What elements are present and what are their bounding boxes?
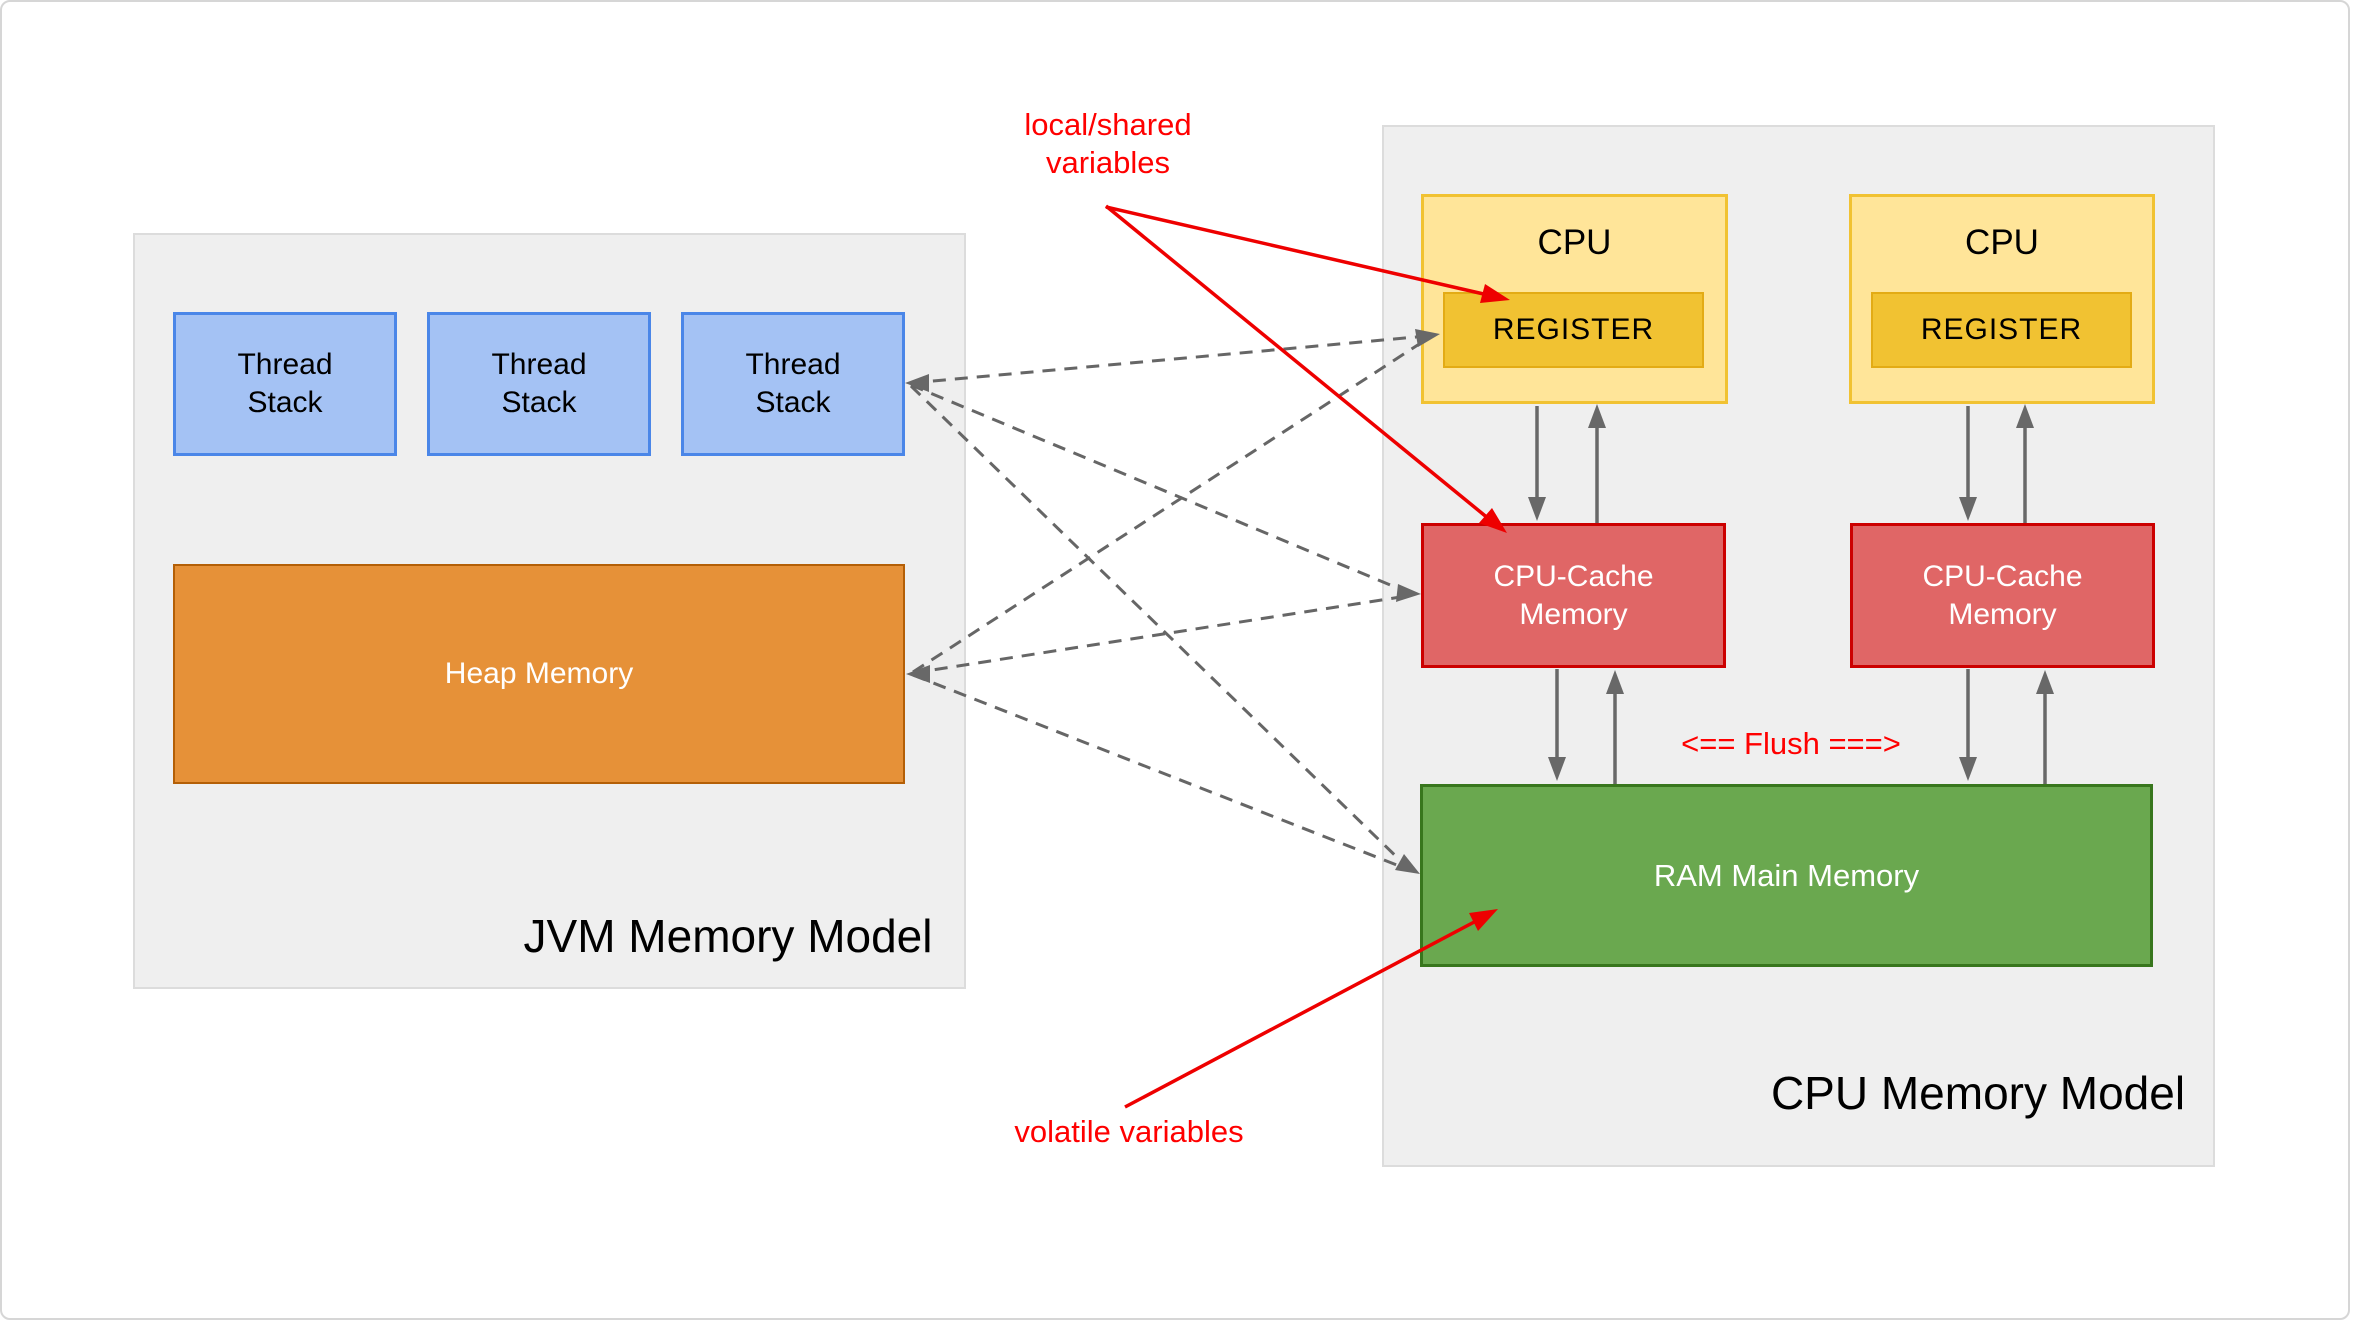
dashed-connector-heap-cache <box>912 594 1408 675</box>
flush-note: <== Flush ===> <box>1681 726 1901 761</box>
dashed-connector-threadstack-register <box>910 334 1428 385</box>
thread-stack-label-line1: Thread <box>745 348 841 381</box>
cpu-cache-label-line1: CPU-Cache <box>1493 559 1654 593</box>
cpu-box-2: CPU REGISTER <box>1849 194 2155 404</box>
dashed-connector-heap-ram <box>912 673 1408 871</box>
cpu-label: CPU <box>1537 223 1612 262</box>
cpu-cache-label-line2: Memory <box>1948 597 2057 631</box>
local-shared-variables-line2: variables <box>1045 145 1171 180</box>
thread-stack-box-3: Thread Stack <box>681 312 905 456</box>
cpu-section-title: CPU Memory Model <box>1770 1067 2186 1119</box>
local-shared-variables-line1: local/shared <box>1024 107 1192 142</box>
dashed-connector-threadstack-cache <box>910 383 1408 594</box>
register-box-1: REGISTER <box>1443 292 1704 368</box>
cpu-box-1: CPU REGISTER <box>1421 194 1728 404</box>
heap-memory-label: Heap Memory <box>444 657 634 690</box>
register-label: REGISTER <box>1920 313 2083 346</box>
thread-stack-label-line1: Thread <box>237 348 333 381</box>
dashed-connector-threadstack-ram <box>909 384 1408 868</box>
jvm-section-title: JVM Memory Model <box>523 910 933 962</box>
thread-stack-box-1: Thread Stack <box>173 312 397 456</box>
volatile-variables-note: volatile variables <box>1014 1114 1244 1149</box>
cpu-cache-box-2: CPU-Cache Memory <box>1850 523 2155 668</box>
cpu-cache-label-line2: Memory <box>1519 597 1628 631</box>
ram-main-memory-label: RAM Main Memory <box>1653 857 1920 893</box>
cpu-cache-box-1: CPU-Cache Memory <box>1421 523 1726 668</box>
ram-main-memory-box: RAM Main Memory <box>1420 784 2153 967</box>
heap-memory-box: Heap Memory <box>173 564 905 784</box>
cpu-cache-label-line1: CPU-Cache <box>1922 559 2083 593</box>
thread-stack-label-line2: Stack <box>755 386 831 419</box>
thread-stack-label-line2: Stack <box>247 386 323 419</box>
cpu-label: CPU <box>1965 223 2039 262</box>
thread-stack-label-line2: Stack <box>501 386 577 419</box>
local-shared-variables-note: local/shared variables <box>1024 106 1191 182</box>
dashed-connector-heap-register <box>912 337 1428 674</box>
thread-stack-box-2: Thread Stack <box>427 312 651 456</box>
register-box-2: REGISTER <box>1871 292 2132 368</box>
register-label: REGISTER <box>1492 313 1655 346</box>
thread-stack-label-line1: Thread <box>491 348 587 381</box>
